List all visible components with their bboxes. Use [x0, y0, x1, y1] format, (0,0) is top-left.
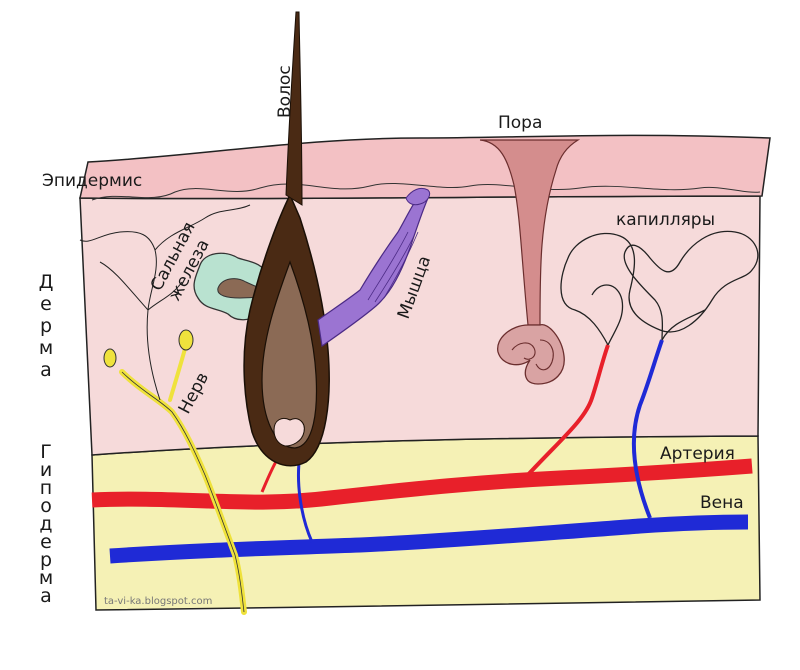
- sweat-gland: [497, 324, 565, 385]
- label-letter: Г: [40, 441, 52, 463]
- epidermis-layer: [79, 134, 771, 200]
- label-artery: Артерия: [660, 444, 735, 464]
- label-pore: Пора: [498, 113, 542, 133]
- hair-papilla: [273, 417, 305, 447]
- sweat-gland-coil: [511, 339, 554, 371]
- watermark: ta-vi-ka.blogspot.com: [104, 596, 212, 607]
- vein: [109, 514, 749, 564]
- nerve-fibers: [79, 204, 251, 401]
- label-letter: м: [39, 337, 53, 359]
- label-epidermis: Эпидермис: [42, 171, 142, 191]
- label-letter: д: [39, 513, 52, 535]
- label-letter: е: [40, 531, 52, 553]
- artery: [91, 458, 753, 510]
- label-letter: и: [40, 459, 52, 481]
- label-letter: е: [40, 293, 52, 315]
- label-letter: м: [39, 567, 53, 589]
- label-letter: о: [40, 495, 52, 517]
- label-hair: Волос: [275, 65, 295, 118]
- nerve-outline: [121, 371, 245, 613]
- label-letter: а: [40, 585, 52, 607]
- label-letter: п: [40, 477, 52, 499]
- muscle-fibers: [367, 231, 419, 303]
- hair-shaft: [285, 11, 303, 206]
- nerve-ending-right: [178, 329, 194, 351]
- capillary-vein-branch: [631, 339, 664, 519]
- label-capillaries: капилляры: [616, 210, 715, 230]
- label-letter: Д: [39, 271, 54, 293]
- label-letter: р: [40, 549, 52, 571]
- label-vein: Вена: [700, 493, 744, 513]
- label-letter: р: [40, 315, 52, 337]
- nerve-ending-left: [103, 348, 117, 368]
- hair-bulb: [261, 260, 318, 449]
- muscle-top: [405, 187, 431, 206]
- capillary-network: [560, 230, 759, 346]
- epidermis-boundary: [91, 183, 761, 201]
- capillary-loop: [591, 284, 706, 346]
- capillary-artery-branch: [523, 344, 610, 480]
- label-letter: а: [40, 359, 52, 381]
